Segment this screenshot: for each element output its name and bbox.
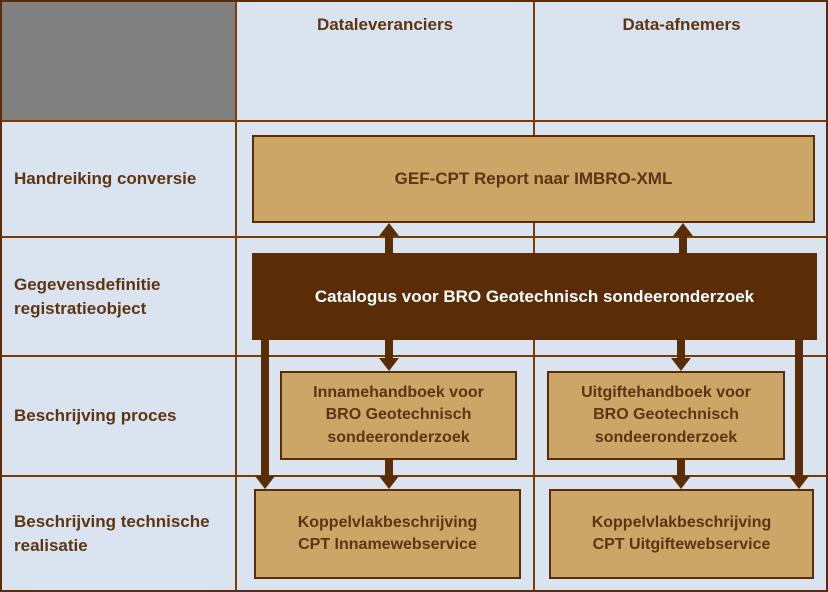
grid-hline-row1 — [2, 236, 826, 238]
box-gef-cpt-report: GEF-CPT Report naar IMBRO-XML — [252, 135, 815, 223]
row-label-gegevensdefinitie-registratieobject: Gegevensdefinitie registratieobject — [14, 274, 161, 318]
arrow-up-catalogus-to-gefcpt-right — [673, 223, 693, 253]
column-header-label: Dataleveranciers — [316, 15, 454, 34]
grid-hline-header — [2, 120, 826, 122]
arrowhead-down-icon — [789, 476, 809, 489]
arrowhead-down-icon — [379, 358, 399, 371]
row-label-handreiking-conversie: Handreiking conversie — [14, 169, 197, 189]
row-label-beschrijving-technische-realisatie: Beschrijving technische realisatie — [14, 511, 210, 555]
grid-hline-row3 — [2, 475, 826, 477]
box-koppelvlak-inname: Koppelvlakbeschrijving CPT Innamewebserv… — [254, 489, 521, 579]
arrowhead-down-icon — [379, 476, 399, 489]
arrow-down-innamehandboek-to-koppelvlak — [379, 460, 399, 489]
arrow-down-catalogus-to-uitgiftehandboek — [671, 340, 691, 371]
corner-cell — [2, 2, 235, 120]
row-label-beschrijving-proces: Beschrijving proces — [14, 406, 177, 426]
arrow-down-catalogus-to-koppelvlak-uitgifte-outer — [789, 340, 809, 489]
box-innamehandboek: Innamehandboek voor BRO Geotechnisch son… — [280, 371, 517, 460]
grid-vline-labels — [235, 2, 237, 590]
arrowhead-down-icon — [255, 476, 275, 489]
arrowhead-up-icon — [673, 223, 693, 236]
box-catalogus: Catalogus voor BRO Geotechnisch sondeero… — [252, 253, 817, 340]
grid-hline-row2 — [2, 355, 826, 357]
column-header-data-afnemers: Data-afnemers — [535, 2, 826, 120]
arrowhead-down-icon — [671, 358, 691, 371]
column-header-label: Data-afnemers — [622, 15, 741, 34]
arrow-down-catalogus-to-koppelvlak-inname-outer — [255, 340, 275, 489]
box-koppelvlak-uitgifte: Koppelvlakbeschrijving CPT Uitgiftewebse… — [549, 489, 814, 579]
arrowhead-up-icon — [379, 223, 399, 236]
box-uitgiftehandboek: Uitgiftehandboek voor BRO Geotechnisch s… — [547, 371, 785, 460]
arrow-down-uitgiftehandboek-to-koppelvlak — [671, 460, 691, 489]
arrow-up-catalogus-to-gefcpt-left — [379, 223, 399, 253]
arrowhead-down-icon — [671, 476, 691, 489]
arrow-down-catalogus-to-innamehandboek — [379, 340, 399, 371]
column-header-dataleveranciers: Dataleveranciers — [237, 2, 533, 120]
